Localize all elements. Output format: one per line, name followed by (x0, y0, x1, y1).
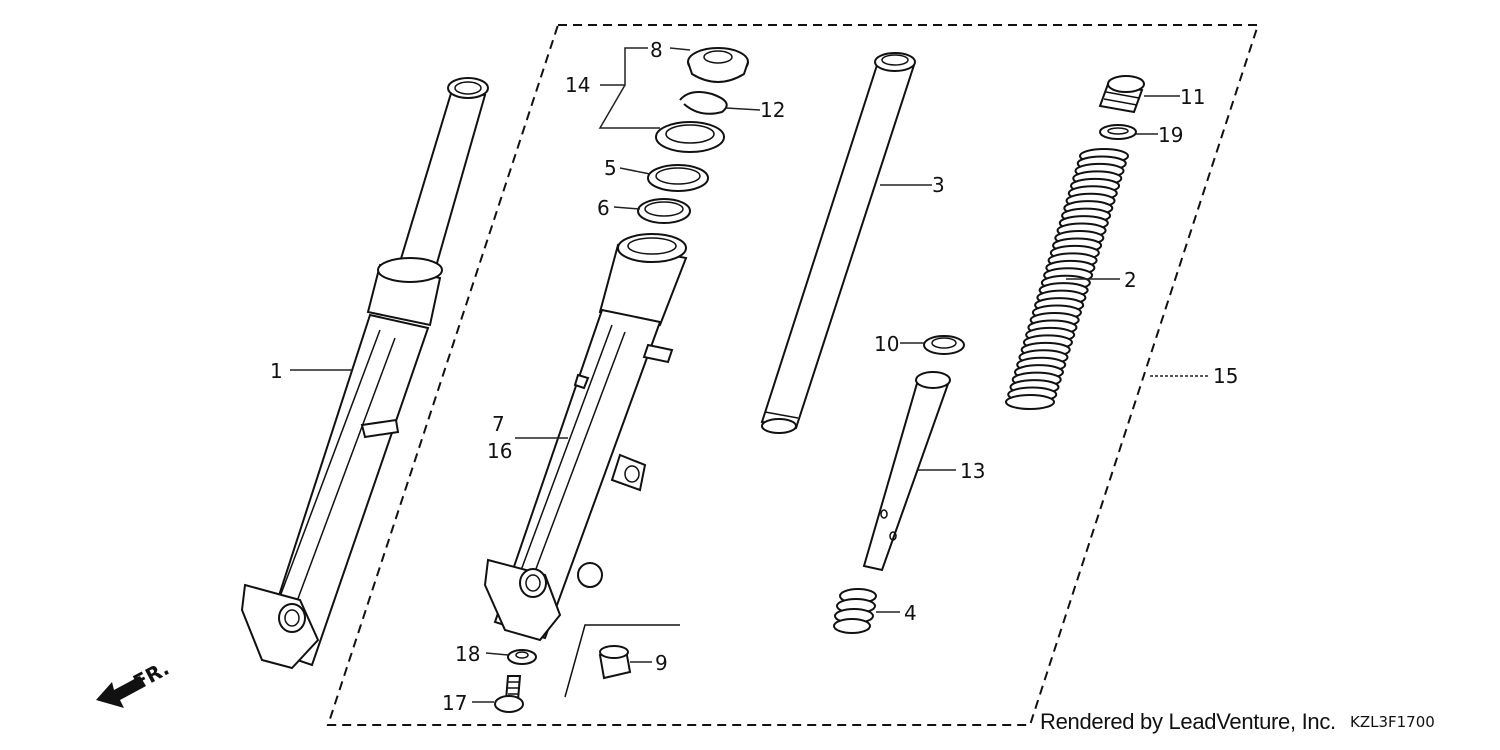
callout-11: 11 (1180, 85, 1205, 109)
diagram-code: KZL3F1700 (1350, 713, 1435, 731)
callout-19: 19 (1158, 123, 1183, 147)
part-1-left-fork-assembly[interactable] (240, 77, 489, 670)
callout-13: 13 (960, 459, 985, 483)
callout-16: 16 (487, 439, 512, 463)
part-17-bolt[interactable] (494, 675, 524, 713)
leader-lines (290, 47, 1208, 703)
callout-17: 17 (442, 691, 467, 715)
part-11-cap-bolt[interactable] (1098, 75, 1145, 114)
callout-3: 3 (932, 173, 945, 197)
callout-15: 15 (1213, 364, 1238, 388)
front-direction-arrow: FR. (96, 656, 173, 708)
callout-8: 8 (650, 38, 663, 62)
part-18-washer[interactable] (507, 649, 537, 665)
part-6-bushing[interactable] (637, 198, 691, 224)
part-7-16-fork-slider[interactable] (483, 233, 688, 642)
part-2-fork-spring[interactable] (1005, 148, 1129, 410)
callout-2: 2 (1124, 268, 1137, 292)
part-12-clip[interactable] (679, 91, 728, 115)
callout-5: 5 (604, 156, 617, 180)
callout-4: 4 (904, 601, 917, 625)
render-credit: Rendered by LeadVenture, Inc. (1040, 709, 1336, 734)
part-14-seal-ring[interactable] (655, 121, 725, 153)
callout-6: 6 (597, 196, 610, 220)
part-9-collar[interactable] (598, 645, 632, 680)
spring-coil (1005, 394, 1055, 410)
callout-10: 10 (874, 332, 899, 356)
part-13-damper-rod[interactable] (862, 371, 951, 572)
callout-18: 18 (455, 642, 480, 666)
part-3-fork-tube[interactable] (760, 52, 916, 434)
part-19-o-ring[interactable] (1099, 124, 1137, 140)
callout-labels: 1 8 14 12 5 6 7 16 3 11 19 2 15 10 13 4 … (270, 38, 1238, 715)
part-4-rebound-spring[interactable] (833, 588, 877, 634)
callout-9: 9 (655, 651, 668, 675)
part-5-washer[interactable] (647, 164, 709, 192)
part-10-piston-ring[interactable] (923, 335, 965, 355)
part-8-seal[interactable] (687, 47, 749, 83)
callout-1: 1 (270, 359, 283, 383)
callout-14: 14 (565, 73, 590, 97)
callout-7: 7 (492, 412, 505, 436)
callout-12: 12 (760, 98, 785, 122)
assembly-boundary (326, 24, 1260, 726)
